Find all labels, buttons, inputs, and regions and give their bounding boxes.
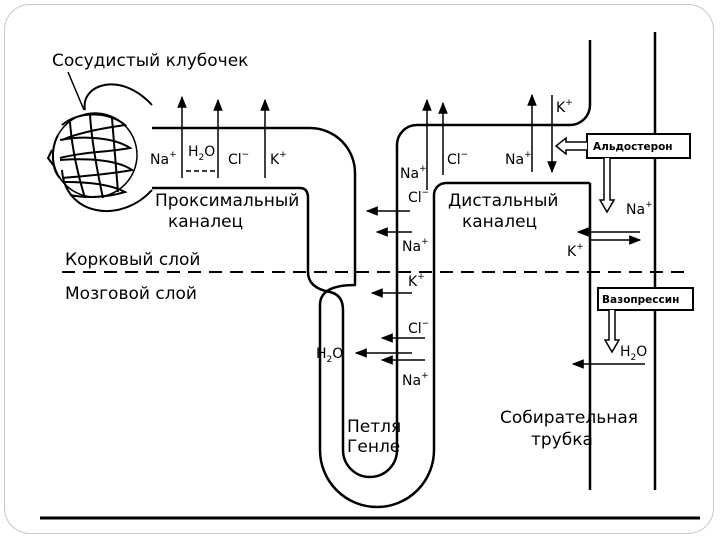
- svg-text:Cl−: Cl−: [228, 150, 249, 168]
- loop-label-2: Генле: [347, 437, 400, 457]
- svg-text:H2O: H2O: [316, 346, 343, 365]
- aldosterone-down-arrow: [598, 158, 616, 214]
- glomerulus-label: Сосудистый клубочек: [52, 51, 248, 71]
- svg-text:Cl−: Cl−: [447, 150, 468, 168]
- transport-arrows: [177, 93, 645, 369]
- svg-text:Вазопрессин: Вазопрессин: [602, 294, 679, 306]
- distal-tubule-label-2: каналец: [462, 212, 537, 232]
- distal-tubule-label-1: Дистальный: [448, 191, 558, 211]
- svg-text:Na+: Na+: [402, 371, 429, 389]
- svg-text:K+: K+: [408, 272, 425, 290]
- svg-text:Cl−: Cl−: [408, 319, 429, 337]
- svg-text:H2O: H2O: [620, 344, 647, 363]
- proximal-tubule-label-1: Проксимальный: [155, 191, 299, 211]
- svg-text:Na+: Na+: [402, 237, 429, 255]
- ion-labels: Na+ H2O Cl− K+ Na+ Cl− Na+ K+ Cl− Na+ K+…: [150, 98, 653, 389]
- collecting-duct-label-2: трубка: [531, 430, 593, 450]
- vasopressin-down-arrow: [603, 310, 621, 354]
- slide-frame: [4, 4, 714, 534]
- aldosterone-hollow-arrow: [554, 136, 587, 156]
- svg-text:Cl−: Cl−: [408, 188, 429, 206]
- svg-text:Na+: Na+: [505, 150, 532, 168]
- svg-text:Альдостерон: Альдостерон: [593, 141, 673, 153]
- medulla-label: Мозговой слой: [65, 284, 197, 304]
- svg-text:Na+: Na+: [400, 164, 427, 182]
- svg-text:K+: K+: [556, 98, 573, 116]
- svg-text:H2O: H2O: [188, 144, 215, 163]
- svg-text:Na+: Na+: [626, 200, 653, 218]
- aldosterone-box: Альдостерон: [586, 133, 691, 159]
- cortex-label: Корковый слой: [65, 250, 201, 270]
- glomerulus-icon: [46, 83, 153, 212]
- collecting-duct-label-1: Собирательная: [500, 408, 638, 428]
- vasopressin-box: Вазопрессин: [597, 287, 694, 311]
- nephron-tubule: [152, 32, 657, 509]
- glomerulus-pointer: [67, 71, 85, 111]
- loop-label-1: Петля: [347, 417, 401, 437]
- svg-text:K+: K+: [270, 150, 287, 168]
- proximal-tubule-label-2: каналец: [168, 212, 243, 232]
- svg-text:Na+: Na+: [150, 150, 177, 168]
- svg-text:K+: K+: [567, 242, 584, 260]
